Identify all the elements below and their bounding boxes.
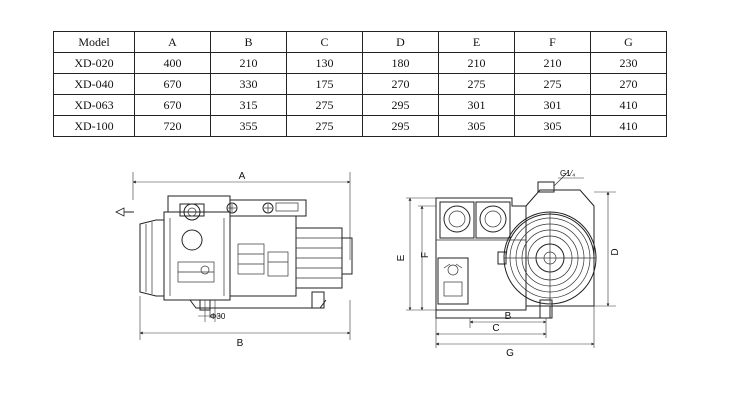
- front-dimension-b-line: [469, 318, 547, 328]
- dimension-b-line: [139, 296, 351, 340]
- cell: 275: [438, 73, 515, 95]
- cell: 295: [362, 94, 439, 116]
- front-view-drawing: G1⁄₄ E F D B: [396, 169, 621, 359]
- cell: 670: [134, 73, 211, 95]
- table-row: XD-040 670 330 175 270 275 275 270: [53, 73, 667, 95]
- pump-end-cap: [139, 219, 165, 297]
- dimension-b-label: B: [237, 338, 244, 349]
- dimension-d-line: [594, 191, 616, 307]
- dimension-a-label: A: [239, 171, 246, 182]
- cell: 410: [590, 115, 667, 137]
- dimension-f-line: [418, 205, 436, 311]
- cell: 230: [590, 52, 667, 74]
- airflow-arrow-icon: [115, 207, 134, 217]
- cell: XD-100: [53, 115, 135, 137]
- cell: 295: [362, 115, 439, 137]
- motor-body: [295, 227, 353, 289]
- thread-label: G1⁄₄: [560, 169, 575, 178]
- phi-callout: [198, 300, 222, 322]
- cell: 720: [134, 115, 211, 137]
- dimension-g-label: G: [506, 348, 514, 359]
- dimension-f-label: F: [420, 252, 431, 258]
- dimension-table: Model A B C D E F G XD-020 400 210 130 1…: [53, 31, 667, 137]
- cell: 275: [514, 73, 591, 95]
- table-row: XD-100 720 355 275 295 305 305 410: [53, 115, 667, 137]
- cell: 210: [514, 52, 591, 74]
- cell: 175: [286, 73, 363, 95]
- pump-body: [163, 195, 231, 301]
- cell: 355: [210, 115, 287, 137]
- table-header-row: Model A B C D E F G: [53, 31, 667, 53]
- dimension-d-label: D: [610, 248, 621, 255]
- cell: 330: [210, 73, 287, 95]
- phi-label: Φ30: [210, 312, 226, 321]
- front-base: [435, 299, 553, 319]
- front-dimension-b-label: B: [505, 311, 512, 322]
- fan-cover: [497, 171, 597, 307]
- cell: 305: [438, 115, 515, 137]
- dimension-a-line: [132, 172, 351, 260]
- dimension-e-label: E: [396, 254, 407, 261]
- coupling-housing: [229, 215, 297, 297]
- dimension-g-line: [435, 306, 595, 348]
- side-view-drawing: A: [115, 171, 353, 349]
- dimension-c-line: [435, 318, 547, 338]
- pump-housing-front: [435, 197, 527, 311]
- dimension-c-label: C: [492, 323, 499, 334]
- top-fittings: [226, 199, 307, 217]
- table-row: XD-063 670 315 275 295 301 301 410: [53, 94, 667, 116]
